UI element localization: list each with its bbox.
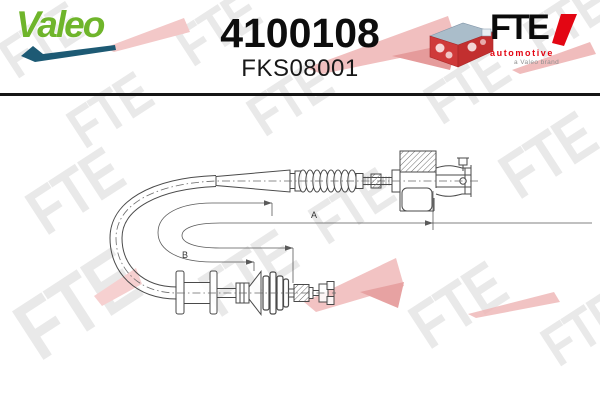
dimension-lines: A B	[157, 191, 592, 283]
dimension-label-b: B	[182, 250, 188, 260]
clevis-pin	[458, 157, 468, 166]
cable-housing	[109, 175, 217, 300]
upper-cable-end	[215, 150, 472, 212]
clevis-fork	[435, 157, 472, 197]
watermark-flag-triangle	[468, 292, 560, 318]
watermark-flag-triangle	[512, 42, 596, 74]
center-line	[115, 180, 478, 294]
adjuster-ribs	[262, 271, 290, 315]
dimension-label-a: A	[311, 210, 317, 220]
watermark-flag-triangle	[104, 18, 190, 52]
watermark-flag-triangle	[94, 268, 142, 306]
